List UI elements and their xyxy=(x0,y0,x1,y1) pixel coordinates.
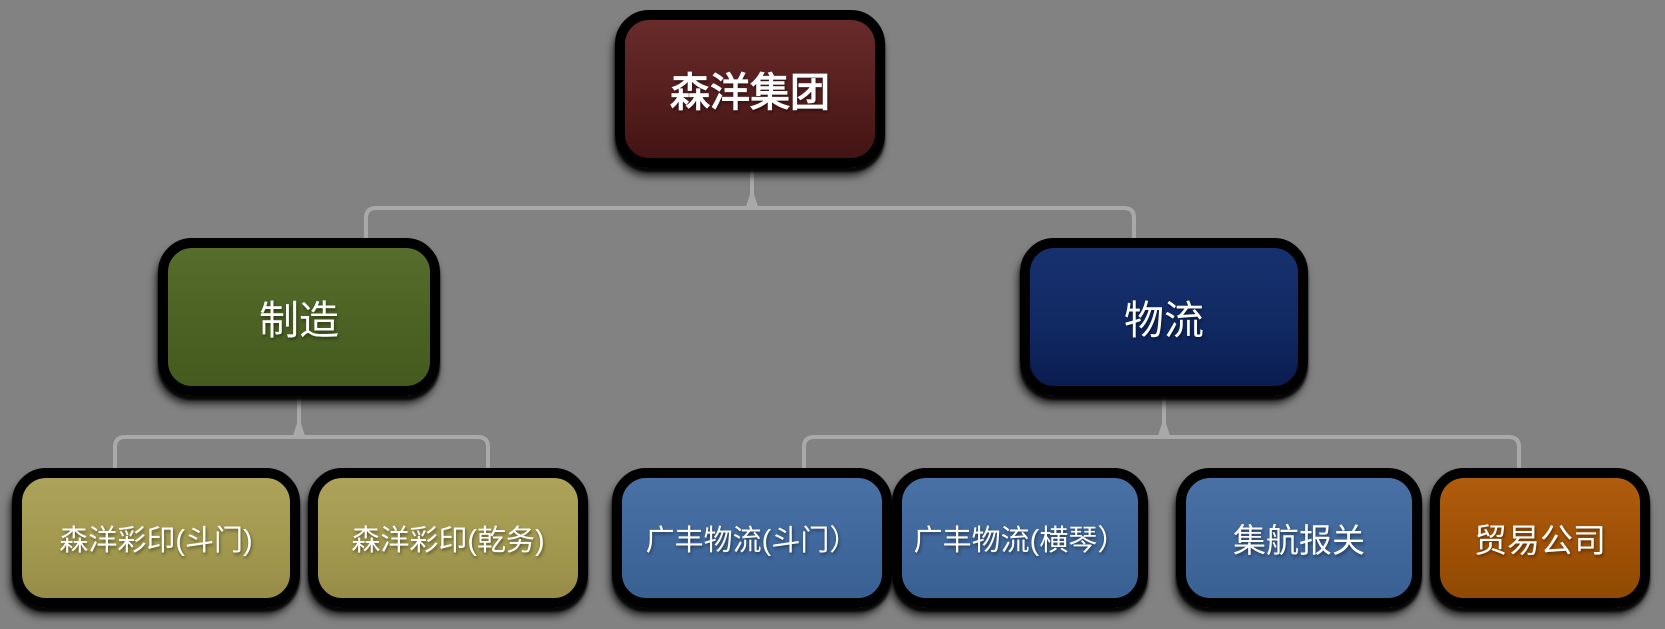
connector-logistics-to-children xyxy=(802,394,1521,472)
node-logistics: 物流 xyxy=(1020,238,1308,396)
node-label: 贸易公司 xyxy=(1474,522,1606,559)
node-label: 森洋彩印(乾务) xyxy=(351,525,545,557)
node-label: 集航报关 xyxy=(1233,522,1365,559)
node-trading-company: 贸易公司 xyxy=(1430,468,1650,608)
node-label: 森洋彩印(斗门) xyxy=(59,525,253,557)
node-manufacturing: 制造 xyxy=(158,238,440,396)
connector-root-to-branches xyxy=(364,168,1136,244)
node-label: 广丰物流(横琴） xyxy=(913,525,1127,557)
connector-manufacturing-to-children xyxy=(113,394,490,472)
node-label: 制造 xyxy=(259,299,339,343)
node-group-root: 森洋集团 xyxy=(615,10,885,168)
node-printing-doumen: 森洋彩印(斗门) xyxy=(12,468,300,608)
node-label: 广丰物流(斗门） xyxy=(645,525,859,557)
node-customs: 集航报关 xyxy=(1176,468,1422,608)
node-label: 物流 xyxy=(1124,299,1204,343)
node-printing-qianwu: 森洋彩印(乾务) xyxy=(308,468,588,608)
node-logistics-hengqin: 广丰物流(横琴） xyxy=(892,468,1148,608)
node-logistics-doumen: 广丰物流(斗门） xyxy=(612,468,892,608)
node-label: 森洋集团 xyxy=(670,71,830,115)
